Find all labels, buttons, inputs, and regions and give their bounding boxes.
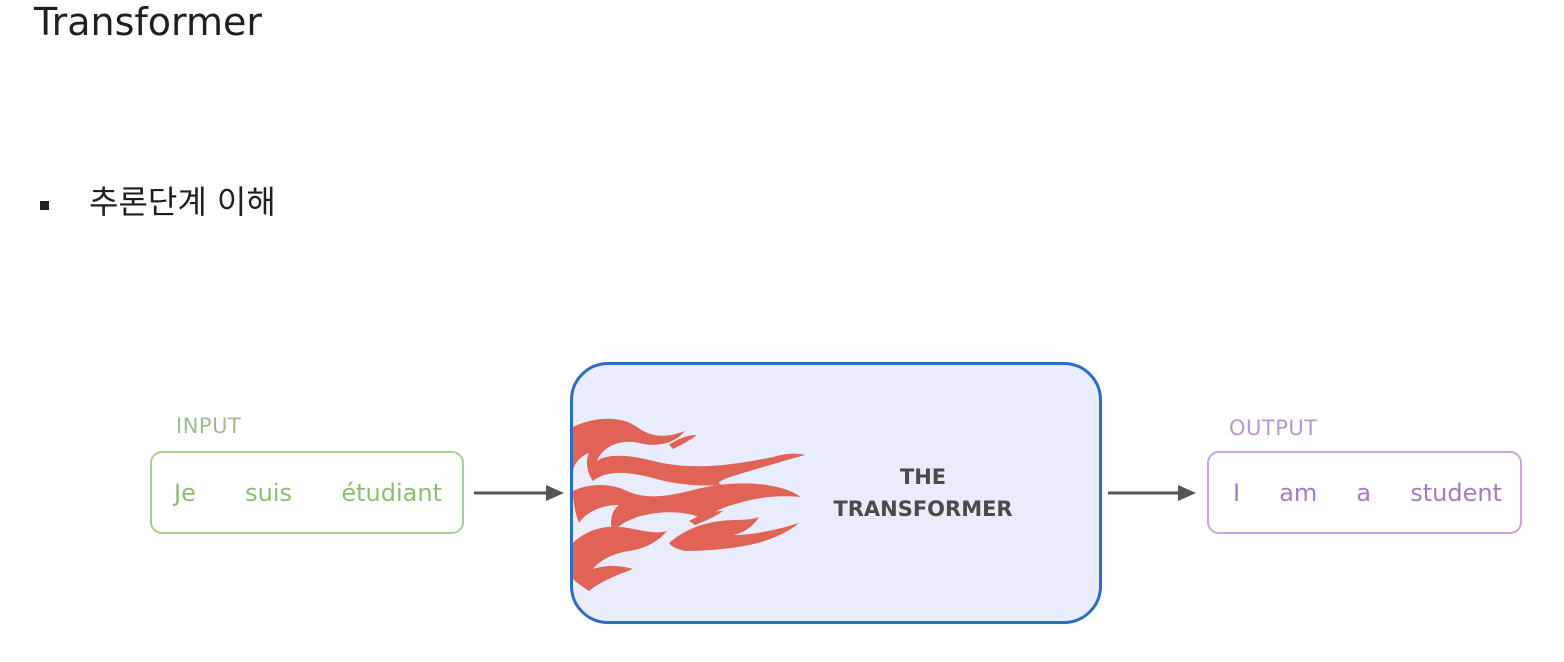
input-label: INPUT bbox=[176, 414, 242, 438]
output-box: I am a student bbox=[1207, 451, 1522, 534]
transformer-title-line2: TRANSFORMER bbox=[833, 497, 1013, 521]
output-token: I bbox=[1233, 478, 1241, 507]
transformer-title-line1: THE bbox=[899, 465, 947, 489]
input-token: étudiant bbox=[341, 478, 442, 507]
input-token: suis bbox=[245, 478, 293, 507]
bullet-text: 추론단계 이해 bbox=[89, 183, 276, 221]
output-arrow bbox=[1108, 485, 1196, 501]
input-box: Je suis étudiant bbox=[150, 451, 464, 534]
bullet-item: 추론단계 이해 bbox=[40, 180, 276, 224]
input-arrow bbox=[474, 485, 564, 501]
bullet-marker bbox=[40, 200, 49, 210]
output-label: OUTPUT bbox=[1229, 416, 1318, 440]
transformer-title: THE TRANSFORMER bbox=[813, 461, 1033, 525]
input-token: Je bbox=[174, 478, 196, 507]
flames-icon bbox=[573, 418, 805, 591]
output-token: student bbox=[1410, 478, 1502, 507]
output-token: am bbox=[1279, 478, 1318, 507]
slide-title: Transformer bbox=[34, 0, 263, 44]
output-token: a bbox=[1356, 478, 1372, 507]
transformer-box: THE TRANSFORMER bbox=[570, 362, 1102, 624]
